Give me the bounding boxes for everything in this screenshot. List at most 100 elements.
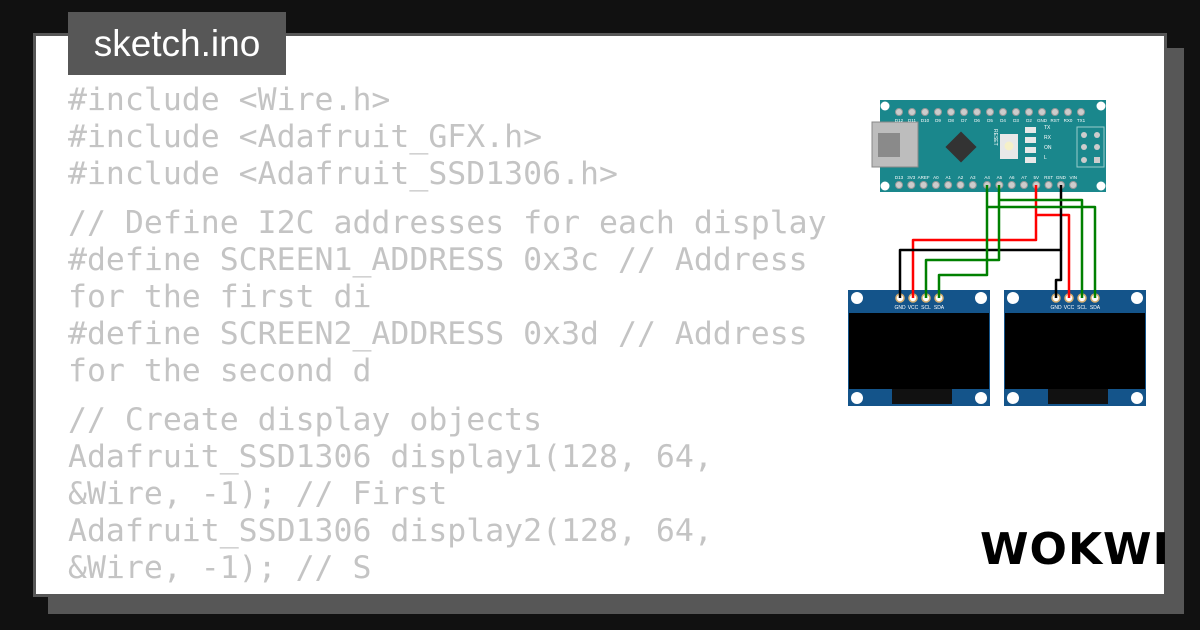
- wires[interactable]: [898, 185, 1097, 298]
- pin-label: A5: [997, 175, 1003, 180]
- pin-bottom[interactable]: [919, 181, 928, 189]
- pin-label: RST: [1051, 118, 1060, 123]
- pin-bottom[interactable]: [1044, 181, 1053, 189]
- oled-pin-label: VCC: [1064, 305, 1075, 311]
- pin-label: A2: [958, 175, 964, 180]
- oled-pin-label: SCL: [921, 305, 931, 311]
- mount-hole: [975, 392, 987, 404]
- wire-5v-oled1: [911, 185, 1038, 298]
- pin-top[interactable]: [1064, 108, 1072, 116]
- pin-top[interactable]: [960, 108, 968, 116]
- pin-top[interactable]: [973, 108, 981, 116]
- pin-label: A1: [945, 175, 951, 180]
- oled-screen: [1005, 313, 1145, 389]
- wokwi-logo: WOKWI: [980, 524, 1170, 575]
- mount-hole: [1007, 292, 1019, 304]
- pin-label: D12: [895, 118, 904, 123]
- pin-label: AREF: [918, 175, 930, 180]
- code-block: #include <Wire.h>#include <Adafruit_GFX.…: [68, 82, 828, 587]
- mount-hole: [1131, 392, 1143, 404]
- pin-top[interactable]: [999, 108, 1007, 116]
- pin-label: RST: [1044, 175, 1053, 180]
- pin-label: D7: [961, 118, 967, 123]
- pin-label: A6: [1009, 175, 1015, 180]
- pin-top[interactable]: [1025, 108, 1033, 116]
- wire-gnd-oled1: [898, 185, 1063, 298]
- pin-label: 5V: [1034, 175, 1040, 180]
- oled-pin-label: VCC: [908, 305, 919, 311]
- wire-gnd-oled2: [1054, 250, 1063, 298]
- pin-label: D9: [935, 118, 941, 123]
- pin-bottom[interactable]: [956, 181, 965, 189]
- pin-bottom[interactable]: [968, 181, 977, 189]
- oled-pin-label: GND: [1050, 305, 1062, 311]
- pin-label: D4: [1000, 118, 1006, 123]
- pin-top[interactable]: [921, 108, 929, 116]
- led-label: RX: [1044, 135, 1052, 141]
- wire-a4-oled2: [987, 205, 1097, 298]
- pin-label: D3: [1013, 118, 1019, 123]
- pin-label: D10: [921, 118, 930, 123]
- pin-label: D6: [974, 118, 980, 123]
- code-line: #include <Adafruit_SSD1306.h>: [68, 156, 618, 192]
- pin-label: TX1: [1077, 118, 1086, 123]
- mount-hole: [851, 292, 863, 304]
- oled-screen: [849, 313, 989, 389]
- led-label: ON: [1044, 145, 1052, 151]
- pin-top[interactable]: [1012, 108, 1020, 116]
- pin-label: D11: [908, 118, 916, 123]
- mount-hole: [1131, 292, 1143, 304]
- pin-top[interactable]: [1051, 108, 1059, 116]
- pin-top[interactable]: [986, 108, 994, 116]
- mount-hole: [1007, 392, 1019, 404]
- pin-label: A3: [970, 175, 976, 180]
- pin-top[interactable]: [895, 108, 903, 116]
- pin-bottom[interactable]: [931, 181, 940, 189]
- mount-hole: [851, 392, 863, 404]
- led-label: TX: [1044, 125, 1051, 131]
- pin-top[interactable]: [947, 108, 955, 116]
- pin-label: RX0: [1064, 118, 1073, 123]
- pin-bottom[interactable]: [895, 181, 903, 189]
- pin-top[interactable]: [1077, 108, 1085, 116]
- pin-label: 3V3: [907, 175, 916, 180]
- pin-bottom[interactable]: [1020, 181, 1028, 189]
- wire-a5-oled1: [924, 185, 1001, 298]
- mount-hole: [975, 292, 987, 304]
- wire-5v-oled2: [1036, 213, 1071, 298]
- oled-pin-label: SCL: [1077, 305, 1087, 311]
- code-line: Adafruit_SSD1306 display2(128, 64, &Wire…: [68, 513, 732, 586]
- pin-bottom[interactable]: [1069, 181, 1078, 189]
- code-line: #define SCREEN1_ADDRESS 0x3c // Address …: [68, 242, 827, 315]
- pin-label: D8: [948, 118, 954, 123]
- pin-label: D5: [987, 118, 993, 123]
- oled-pin-label: SDA: [934, 305, 945, 311]
- pin-label: A7: [1021, 175, 1027, 180]
- pin-label: A0: [933, 175, 939, 180]
- pin-label: A4: [984, 175, 990, 180]
- pin-label: VIN: [1069, 175, 1077, 180]
- pin-top[interactable]: [908, 108, 916, 116]
- code-line: #include <Wire.h>: [68, 82, 391, 118]
- file-tab[interactable]: sketch.ino: [68, 12, 286, 75]
- code-line: // Create display objects: [68, 402, 543, 438]
- wire-a4-oled1: [937, 185, 989, 298]
- code-line: // Define I2C addresses for each display: [68, 205, 827, 241]
- pin-top[interactable]: [934, 108, 942, 116]
- icsp-header: [1076, 126, 1105, 168]
- pin-bottom[interactable]: [944, 181, 953, 189]
- led-label: L: [1044, 155, 1047, 161]
- pin-label: D2: [1026, 118, 1032, 123]
- wire-a5-oled2: [999, 198, 1084, 298]
- reset-label: RESET: [992, 129, 998, 146]
- pin-label: GND: [1056, 175, 1067, 180]
- pin-top[interactable]: [1038, 108, 1046, 116]
- code-line: #include <Adafruit_GFX.h>: [68, 119, 543, 155]
- code-line: #define SCREEN2_ADDRESS 0x3d // Address …: [68, 316, 827, 389]
- pin-bottom[interactable]: [1007, 181, 1016, 189]
- pin-bottom[interactable]: [907, 181, 916, 189]
